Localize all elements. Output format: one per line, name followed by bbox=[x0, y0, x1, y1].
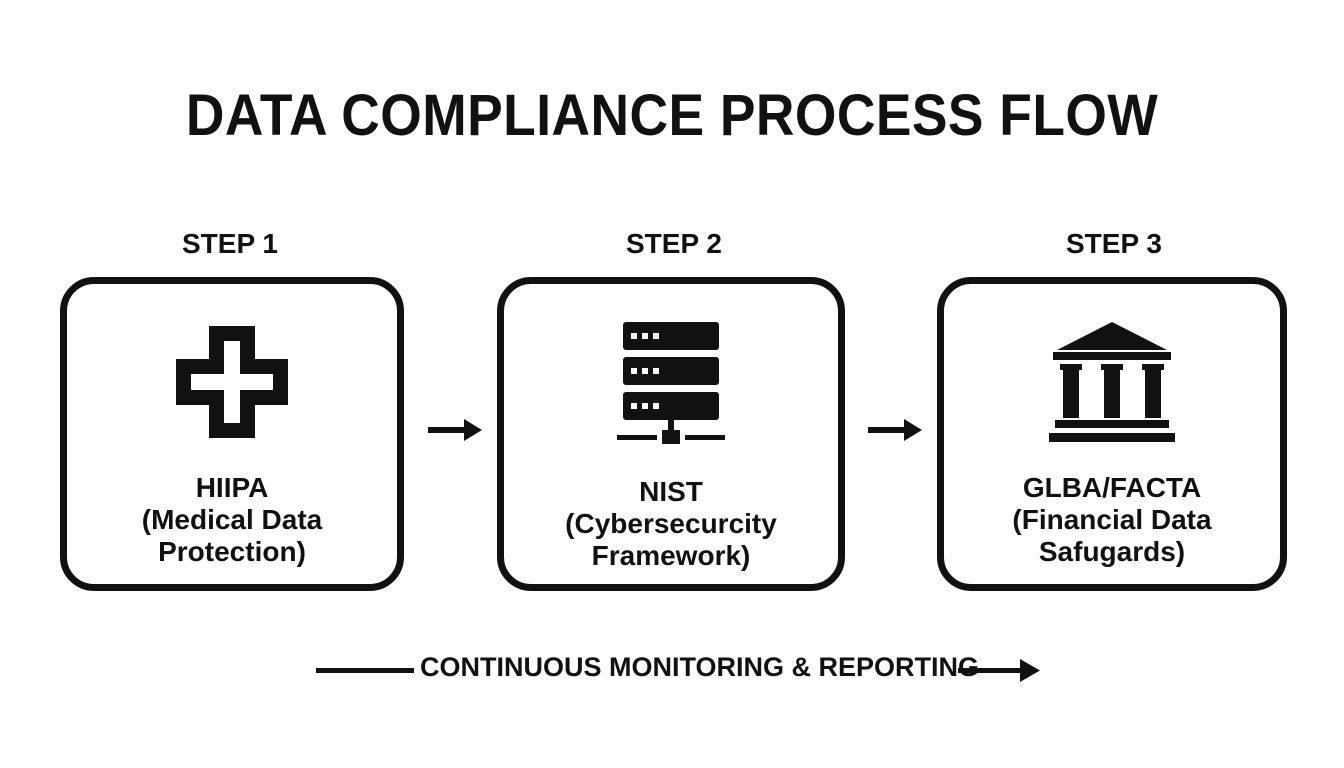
diagram-title: DATA COMPLIANCE PROCESS FLOW bbox=[185, 83, 1159, 148]
step-3-desc-line-2: Safugards) bbox=[1038, 536, 1186, 567]
footer-label: CONTINUOUS MONITORING & REPORTING bbox=[420, 652, 980, 682]
step-1-desc-line-1: (Medical Data bbox=[141, 504, 323, 535]
step-2-card: NIST (Cybersecurcity Framework) bbox=[497, 277, 845, 591]
step-1-label: STEP 1 bbox=[182, 228, 278, 259]
step-2-desc-line-2: Framework) bbox=[591, 540, 751, 571]
arrow-right-icon bbox=[428, 419, 482, 441]
server-rack-icon bbox=[617, 322, 725, 444]
step-1-desc-line-2: Protection) bbox=[158, 536, 306, 567]
medical-cross-icon bbox=[176, 326, 288, 438]
step-2-desc-line-1: (Cybersecurcity bbox=[565, 508, 777, 539]
step-2-label: STEP 2 bbox=[626, 228, 722, 259]
step-3-text: GLBA/FACTA (Financial Data Safugards) bbox=[944, 472, 1280, 568]
step-3-label: STEP 3 bbox=[1066, 228, 1162, 259]
footer-arrow-right-icon bbox=[958, 659, 1040, 682]
step-3-desc-line-1: (Financial Data bbox=[1012, 504, 1212, 535]
step-3-name: GLBA/FACTA bbox=[1022, 472, 1202, 503]
arrow-right-icon bbox=[868, 419, 922, 441]
step-1-name: HIIPA bbox=[195, 472, 269, 503]
step-1-text: HIIPA (Medical Data Protection) bbox=[67, 472, 397, 568]
step-3-card: GLBA/FACTA (Financial Data Safugards) bbox=[937, 277, 1287, 591]
footer-line bbox=[316, 668, 414, 673]
step-1-card: HIIPA (Medical Data Protection) bbox=[60, 277, 404, 591]
step-2-text: NIST (Cybersecurcity Framework) bbox=[504, 476, 838, 572]
step-2-name: NIST bbox=[639, 476, 703, 507]
bank-building-icon bbox=[1049, 322, 1175, 442]
